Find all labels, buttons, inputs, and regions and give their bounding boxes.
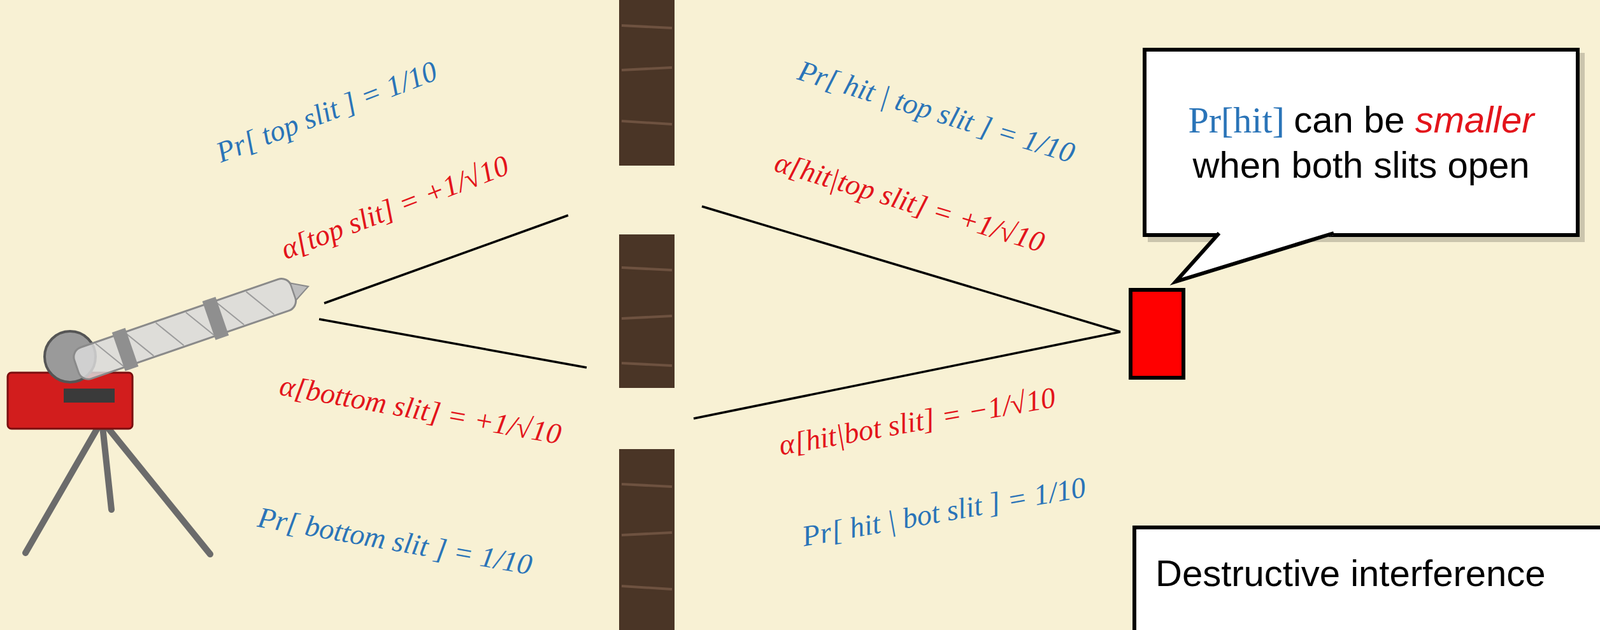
probability-label: Pr[ hit | bot slit ] = 1/10 (799, 470, 1089, 554)
tripod-leg (101, 420, 112, 510)
path-line (701, 206, 1121, 332)
probability-label: Pr[ top slit ] = 1/10 (211, 54, 443, 171)
note-box: Destructive interference (1132, 525, 1600, 630)
callout-word: when (1192, 143, 1292, 186)
tube-wire (95, 285, 274, 373)
tube (71, 275, 299, 382)
probability-label: Pr[ hit | top slit ] = 1/10 (793, 54, 1079, 171)
callout-text: Pr[hit] can be smaller when both slits o… (1159, 97, 1564, 187)
machine-plate (63, 388, 115, 403)
launch-tube (70, 266, 316, 386)
tripod-leg (101, 420, 211, 555)
note-text: Destructive interference (1155, 550, 1600, 596)
callout-word: slits (1373, 143, 1448, 186)
callout-tail (1175, 233, 1334, 282)
callout-box: Pr[hit] can be smaller when both slits o… (1142, 47, 1580, 237)
amplitude-label: α[hit|top slit] = +1/√10 (770, 145, 1049, 260)
slit-wall (619, 0, 675, 630)
callout-word: both (1291, 143, 1374, 186)
tripod (25, 420, 211, 555)
tube-ring (112, 328, 139, 372)
wood-grain (621, 25, 672, 590)
callout-word: open (1447, 143, 1530, 186)
wood-block (619, 449, 675, 630)
callout-word: be (1363, 98, 1416, 141)
callout-word: Pr[hit] (1187, 99, 1294, 141)
callout-tail-fill (1175, 232, 1334, 282)
target (1130, 289, 1184, 378)
tripod-leg (25, 420, 102, 553)
callout-word: can (1293, 98, 1364, 141)
amplitude-label: α[top slit] = +1/√10 (276, 148, 514, 267)
tube-ring (202, 296, 230, 341)
callout-word: smaller (1415, 98, 1535, 141)
tube-nozzle (290, 277, 312, 300)
probability-label: Pr[ bottom slit ] = 1/10 (255, 500, 536, 583)
path-line (319, 319, 587, 368)
amplitude-label: α[hit|bot slit] = −1/√10 (776, 380, 1058, 463)
amplitude-label: α[bottom slit] = +1/√10 (277, 368, 564, 452)
